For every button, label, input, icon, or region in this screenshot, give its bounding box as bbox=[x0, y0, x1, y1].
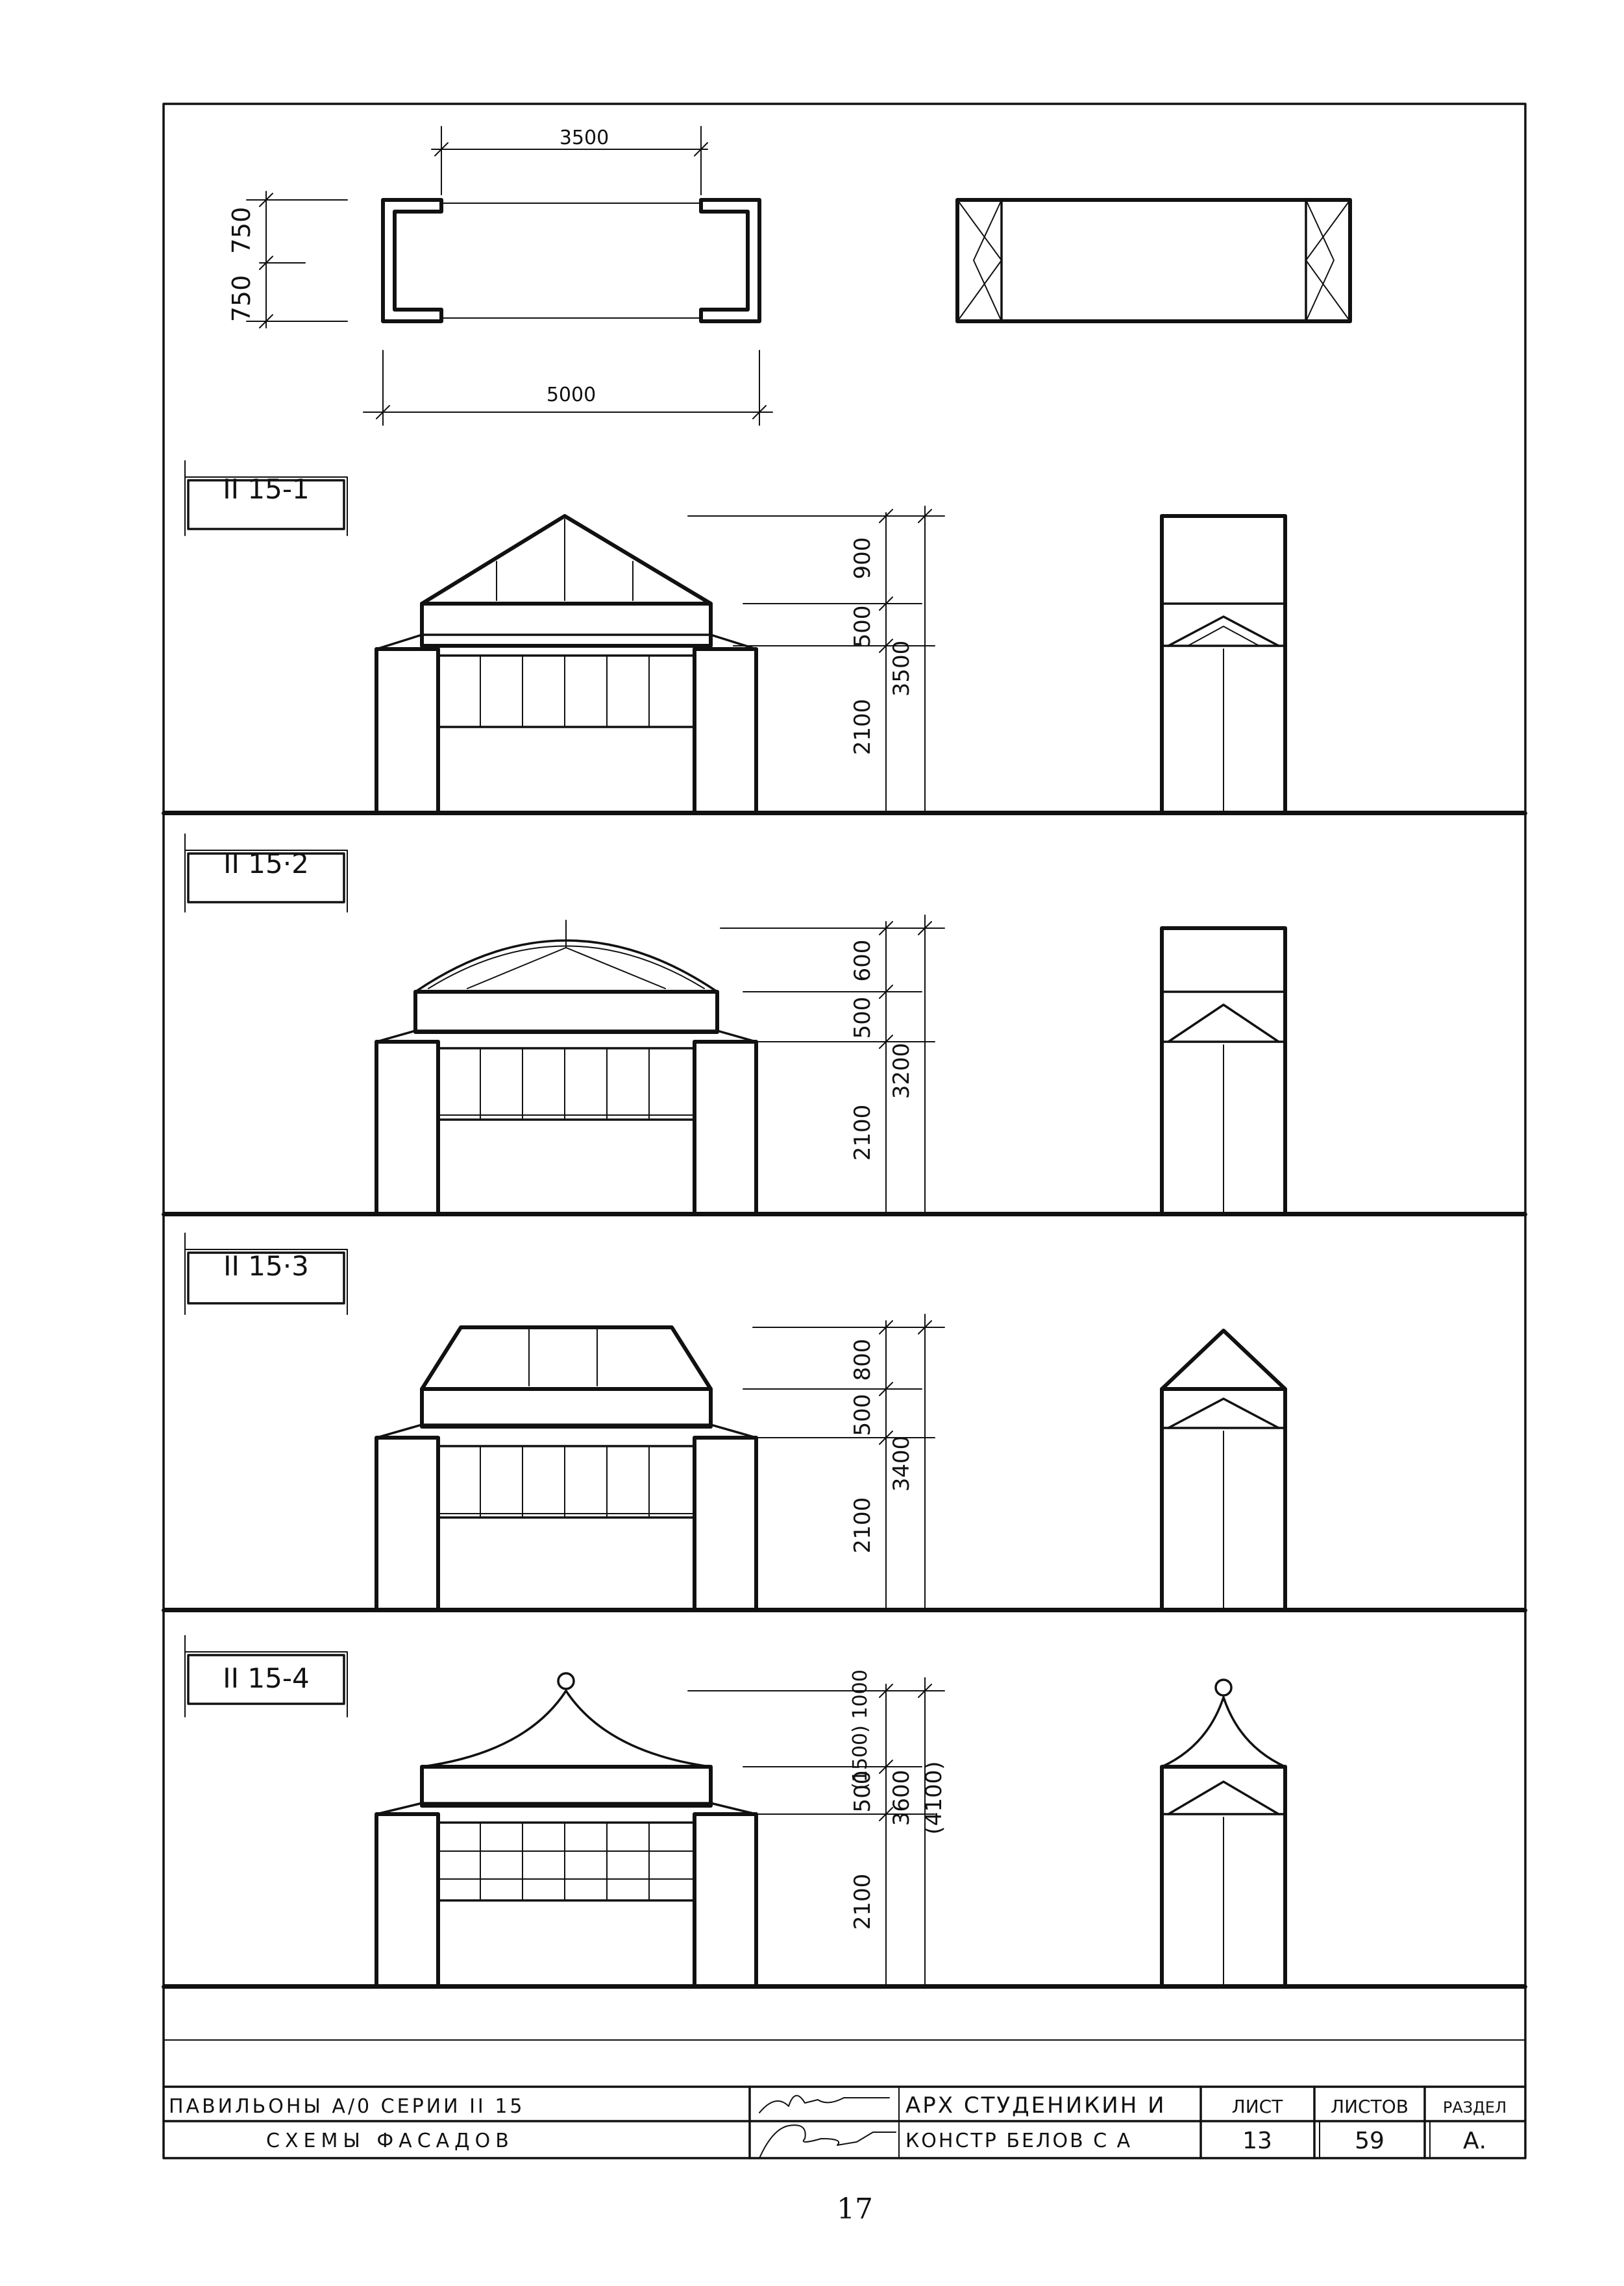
title-block-section-value: А. bbox=[1463, 2128, 1486, 2154]
title-block-architect: АРХ СТУДЕНИКИН И bbox=[905, 2093, 1166, 2119]
section-4-dim-bottom: 2100 bbox=[850, 1874, 876, 1930]
section-3-dim-mid: 500 bbox=[850, 1394, 876, 1436]
plan-dimension-lines bbox=[246, 126, 773, 426]
section-2-dim-mid: 500 bbox=[850, 997, 876, 1039]
plan-view-roof bbox=[955, 198, 1352, 323]
section-4-total-alt: (4100) bbox=[921, 1761, 947, 1834]
section-3 bbox=[162, 1233, 1527, 1612]
plan-dim-750-lower: 750 bbox=[227, 275, 256, 323]
sheet-frame bbox=[162, 103, 1527, 2159]
title-block-sheet-label: ЛИСТ bbox=[1232, 2096, 1284, 2117]
title-block-sheets-value: 59 bbox=[1355, 2128, 1384, 2154]
section-1-dim-mid: 500 bbox=[850, 606, 876, 648]
section-1-dim-top: 900 bbox=[850, 537, 876, 580]
section-3-dim-bottom: 2100 bbox=[850, 1497, 876, 1554]
section-2-total: 3200 bbox=[889, 1043, 915, 1100]
section-3-label: II 15·3 bbox=[223, 1250, 309, 1282]
section-1 bbox=[162, 460, 1527, 815]
plan-dim-5000: 5000 bbox=[547, 384, 596, 406]
section-2-label: II 15·2 bbox=[223, 848, 309, 879]
title-block-constructor: КОНСТР БЕЛОВ С А bbox=[905, 2130, 1132, 2152]
section-2-dim-bottom: 2100 bbox=[850, 1105, 876, 1161]
section-4-label: II 15-4 bbox=[223, 1662, 309, 1694]
page-number: 17 bbox=[837, 2193, 873, 2226]
section-4-dim-mid: 500 bbox=[850, 1771, 876, 1813]
section-1-label: II 15-1 bbox=[223, 473, 309, 505]
section-3-dim-top: 800 bbox=[850, 1339, 876, 1381]
section-2 bbox=[162, 833, 1527, 1216]
section-2-dim-top: 600 bbox=[850, 940, 876, 982]
title-block-sheets-label: ЛИСТОВ bbox=[1331, 2096, 1409, 2117]
section-4-dim-top: (1500) 1000 bbox=[849, 1669, 872, 1790]
title-block bbox=[162, 2039, 1527, 2159]
signature-architect bbox=[759, 2095, 890, 2113]
title-block-subtitle: СХЕМЫ ФАСАДОВ bbox=[266, 2130, 514, 2152]
title-block-section-label: РАЗДЕЛ bbox=[1443, 2098, 1507, 2117]
plan-view-open bbox=[381, 198, 761, 323]
signature-constructor bbox=[759, 2124, 896, 2159]
section-1-dim-bottom: 2100 bbox=[850, 699, 876, 756]
section-3-total: 3400 bbox=[889, 1436, 915, 1492]
title-block-title: ПАВИЛЬОНЫ А/0 СЕРИИ II 15 bbox=[169, 2095, 525, 2118]
plan-dim-3500: 3500 bbox=[560, 127, 609, 149]
section-4 bbox=[162, 1635, 1527, 1989]
plan-dim-750-upper: 750 bbox=[227, 207, 256, 254]
title-block-sheet-value: 13 bbox=[1242, 2128, 1272, 2154]
section-4-total: 3600 bbox=[889, 1770, 915, 1826]
section-1-total: 3500 bbox=[889, 641, 915, 697]
